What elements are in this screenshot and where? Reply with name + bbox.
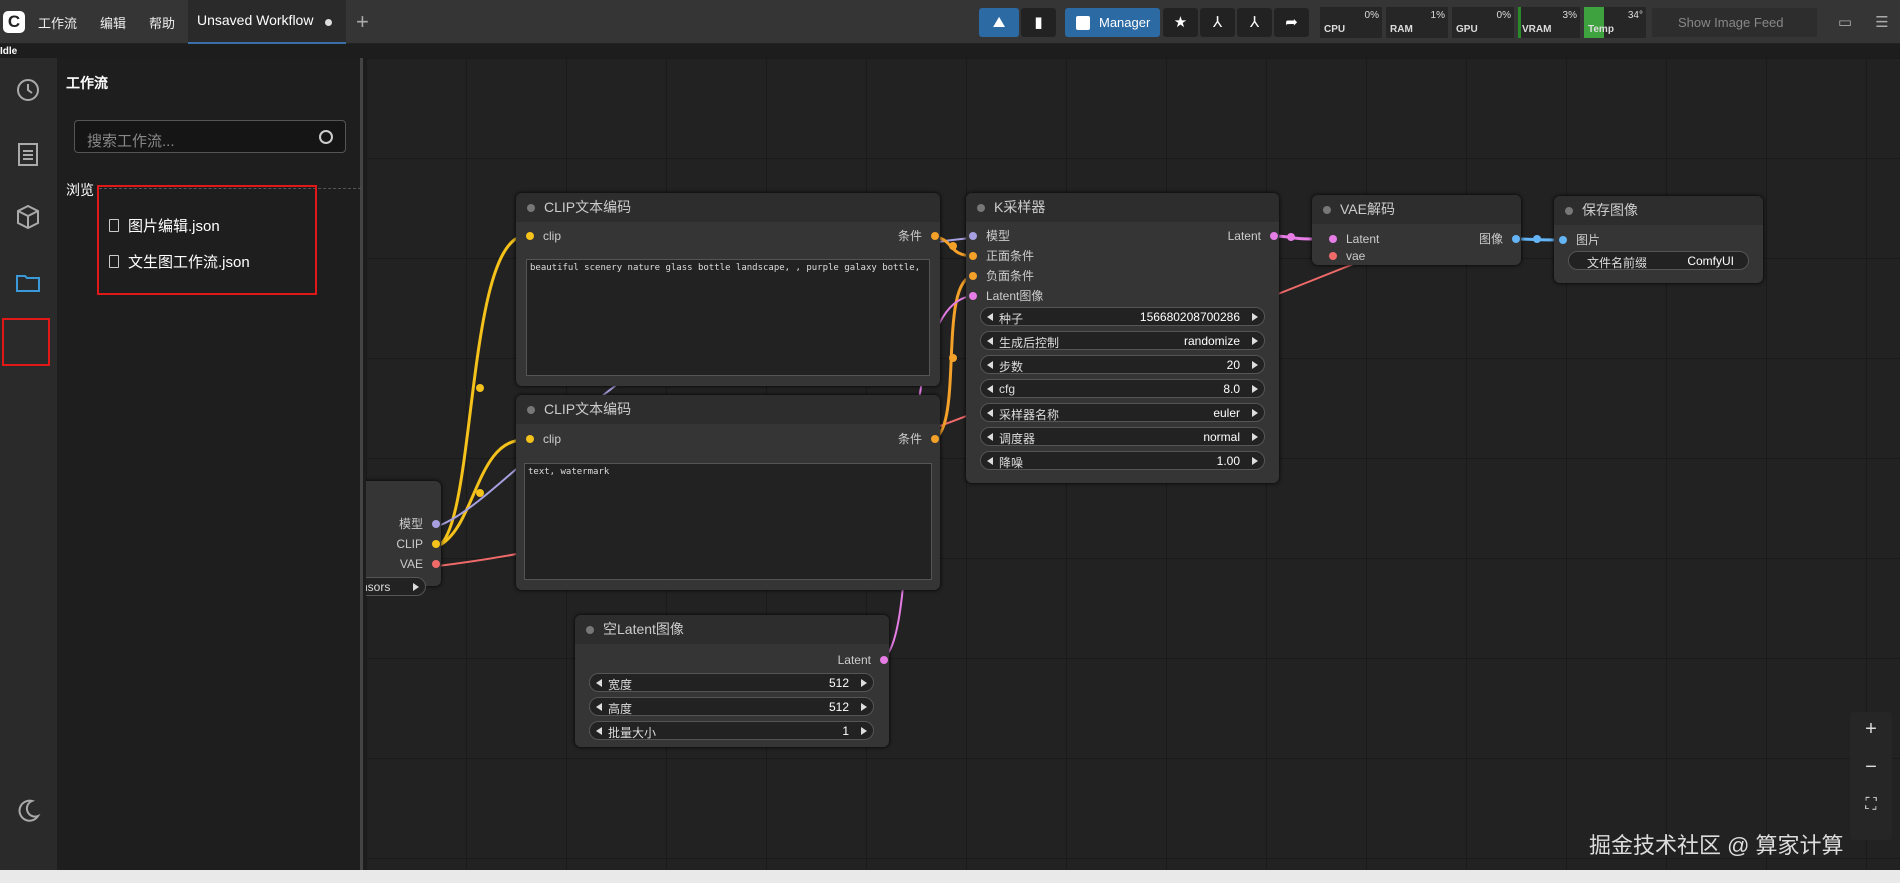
panel-toggle-icon[interactable]: ▭ xyxy=(1837,14,1853,31)
node-title: 保存图像 xyxy=(1554,196,1763,225)
input-clip[interactable]: clip xyxy=(526,229,561,243)
output-latent[interactable]: Latent xyxy=(1228,229,1278,243)
fit-view-icon[interactable]: ⛶ xyxy=(1865,796,1877,813)
input-vae[interactable]: vae xyxy=(1329,249,1365,263)
zoom-controls: + − ⛶ xyxy=(1850,712,1892,840)
output-vae[interactable]: VAE xyxy=(400,557,440,571)
model2-icon[interactable]: ⅄ xyxy=(1237,8,1272,37)
browse-label: 浏览 xyxy=(66,182,94,198)
top-bar: C 工作流 编辑 帮助 Unsaved Workflow + ⛰ ▮ Manag… xyxy=(0,0,1900,44)
unsaved-dot-icon xyxy=(325,19,332,26)
model-icon[interactable]: ⅄ xyxy=(1200,8,1235,37)
puzzle-icon xyxy=(1076,16,1090,30)
clip-text-encode-negative-node[interactable]: CLIP文本编码 clip 条件 text, watermark xyxy=(516,395,940,590)
zoom-in-icon[interactable]: + xyxy=(1865,718,1877,740)
input-negative[interactable]: 负面条件 xyxy=(969,269,1034,283)
file-item-txt2img[interactable]: 文生图工作流.json xyxy=(109,251,250,272)
search-icon[interactable] xyxy=(319,130,333,144)
output-clip[interactable]: CLIP xyxy=(396,537,440,551)
queue-list-icon[interactable] xyxy=(10,136,46,172)
search-input[interactable]: 搜索工作流... xyxy=(74,120,346,153)
model-library-icon[interactable] xyxy=(10,199,46,235)
bottom-bar xyxy=(0,870,1900,883)
workflows-folder-icon[interactable] xyxy=(10,264,46,300)
output-conditioning[interactable]: 条件 xyxy=(898,229,939,243)
zoom-out-icon[interactable]: − xyxy=(1865,756,1877,778)
menu-edit[interactable]: 编辑 xyxy=(100,16,127,31)
history-icon[interactable] xyxy=(10,72,46,108)
comfy-logo[interactable]: C xyxy=(3,11,25,33)
workflow-tab[interactable]: Unsaved Workflow xyxy=(188,0,346,44)
input-positive[interactable]: 正面条件 xyxy=(969,249,1034,263)
node-title: CLIP文本编码 xyxy=(516,395,940,424)
status-text: Idle xyxy=(0,46,18,57)
output-latent[interactable]: Latent xyxy=(838,653,888,667)
highlight-box-files xyxy=(97,185,317,295)
theme-moon-icon[interactable] xyxy=(10,792,46,828)
panel-title: 工作流 xyxy=(66,75,108,91)
node-canvas[interactable]: 模型 CLIP VAE nsors CLIP文本编码 clip 条件 beaut… xyxy=(366,58,1900,870)
input-model[interactable]: 模型 xyxy=(969,229,1010,243)
output-model[interactable]: 模型 xyxy=(399,517,440,531)
menu-help[interactable]: 帮助 xyxy=(149,16,176,31)
output-image[interactable]: 图像 xyxy=(1479,232,1520,246)
node-title: VAE解码 xyxy=(1312,195,1521,224)
clip-text-encode-positive-node[interactable]: CLIP文本编码 clip 条件 beautiful scenery natur… xyxy=(516,193,940,386)
new-tab-icon[interactable]: + xyxy=(356,9,369,34)
input-latent[interactable]: Latent图像 xyxy=(969,289,1043,303)
workflows-panel: 工作流 搜索工作流... 浏览 图片编辑.json 文生图工作流.json xyxy=(57,58,363,870)
manager-button[interactable]: Manager xyxy=(1065,8,1160,37)
highlight-box-folder xyxy=(2,318,50,366)
input-latent[interactable]: Latent xyxy=(1329,232,1379,246)
checkpoint-loader-node[interactable]: 模型 CLIP VAE nsors xyxy=(366,481,441,596)
node-title: CLIP文本编码 xyxy=(516,193,940,222)
bookmark-icon[interactable]: ▮ xyxy=(1021,8,1056,37)
workflow-tab-title: Unsaved Workflow xyxy=(197,12,314,28)
file-icon xyxy=(109,219,119,232)
divider xyxy=(99,188,361,189)
input-images[interactable]: 图片 xyxy=(1559,233,1600,247)
hamburger-icon[interactable]: ☰ xyxy=(1875,14,1889,31)
show-image-feed-button[interactable]: Show Image Feed xyxy=(1652,8,1817,37)
node-title: 空Latent图像 xyxy=(575,615,889,644)
file-icon xyxy=(109,255,119,268)
menu-workflow[interactable]: 工作流 xyxy=(38,16,78,31)
queue-icon[interactable]: ⛰ xyxy=(979,8,1019,37)
file-item-image-edit[interactable]: 图片编辑.json xyxy=(109,215,220,236)
checkpoint-widget[interactable]: nsors xyxy=(366,577,426,596)
star-icon[interactable]: ★ xyxy=(1163,8,1198,37)
prompt-textarea[interactable]: text, watermark xyxy=(524,463,932,580)
node-title: K采样器 xyxy=(966,193,1279,222)
prompt-textarea[interactable]: beautiful scenery nature glass bottle la… xyxy=(526,259,930,376)
share-icon[interactable]: ➦ xyxy=(1274,8,1309,37)
vae-decode-node[interactable]: VAE解码 Latent vae 图像 xyxy=(1312,195,1521,265)
watermark: 掘金技术社区 @ 算家计算 xyxy=(1589,833,1844,858)
sidebar-icon-bar xyxy=(0,58,57,870)
input-clip[interactable]: clip xyxy=(526,432,561,446)
output-conditioning[interactable]: 条件 xyxy=(898,432,939,446)
